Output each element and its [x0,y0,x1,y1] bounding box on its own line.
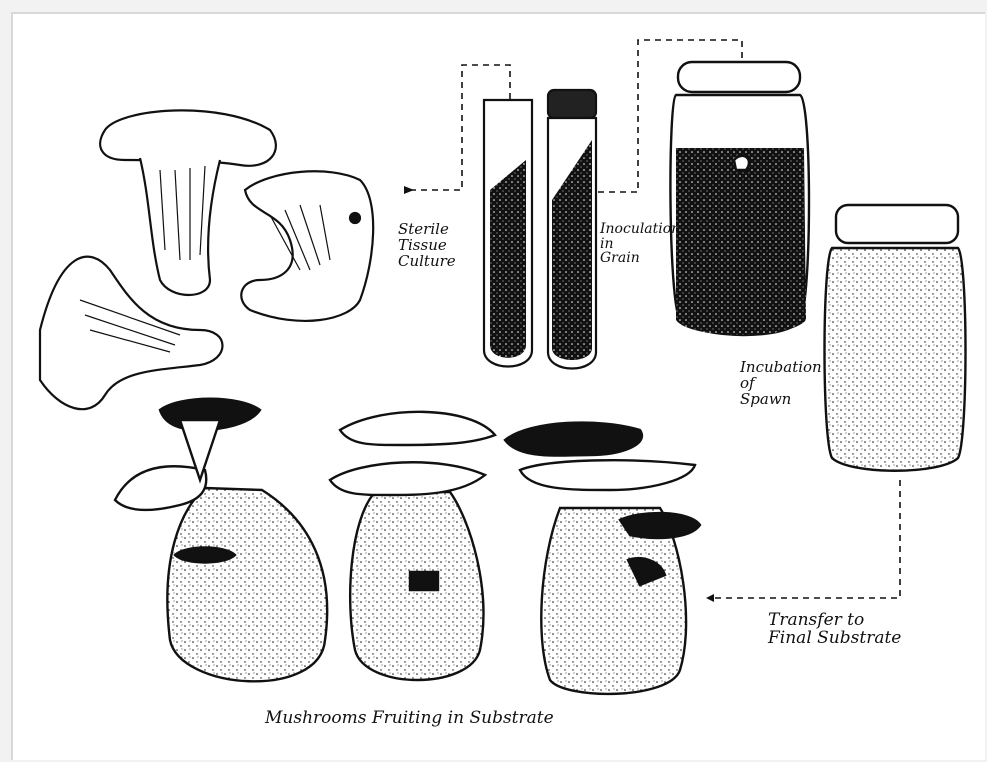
mushroom-cap-1 [100,110,276,165]
mushroom-stem-1 [140,158,220,295]
substrate-bag-1 [115,399,327,682]
test-tube-left [484,100,532,367]
label-inoculation-in-grain: Inoculation in Grain [600,222,676,266]
label-sterile-tissue-culture: Sterile Tissue Culture [398,222,478,269]
substrate-bag-3 [505,423,700,694]
label-incubation-of-spawn: Incubation of Spawn [740,360,830,407]
substrate-bag-2 [330,412,495,680]
tissue-spot [350,213,360,223]
spawn-jar [825,205,966,471]
test-tube-right [548,90,596,369]
mushroom-cluster [40,110,373,409]
label-mushrooms-fruiting: Mushrooms Fruiting in Substrate [265,710,585,728]
mushroom-cap-2 [241,171,373,321]
label-transfer-to-final-substrate: Transfer to Final Substrate [768,612,938,648]
grain-jar [670,62,809,335]
